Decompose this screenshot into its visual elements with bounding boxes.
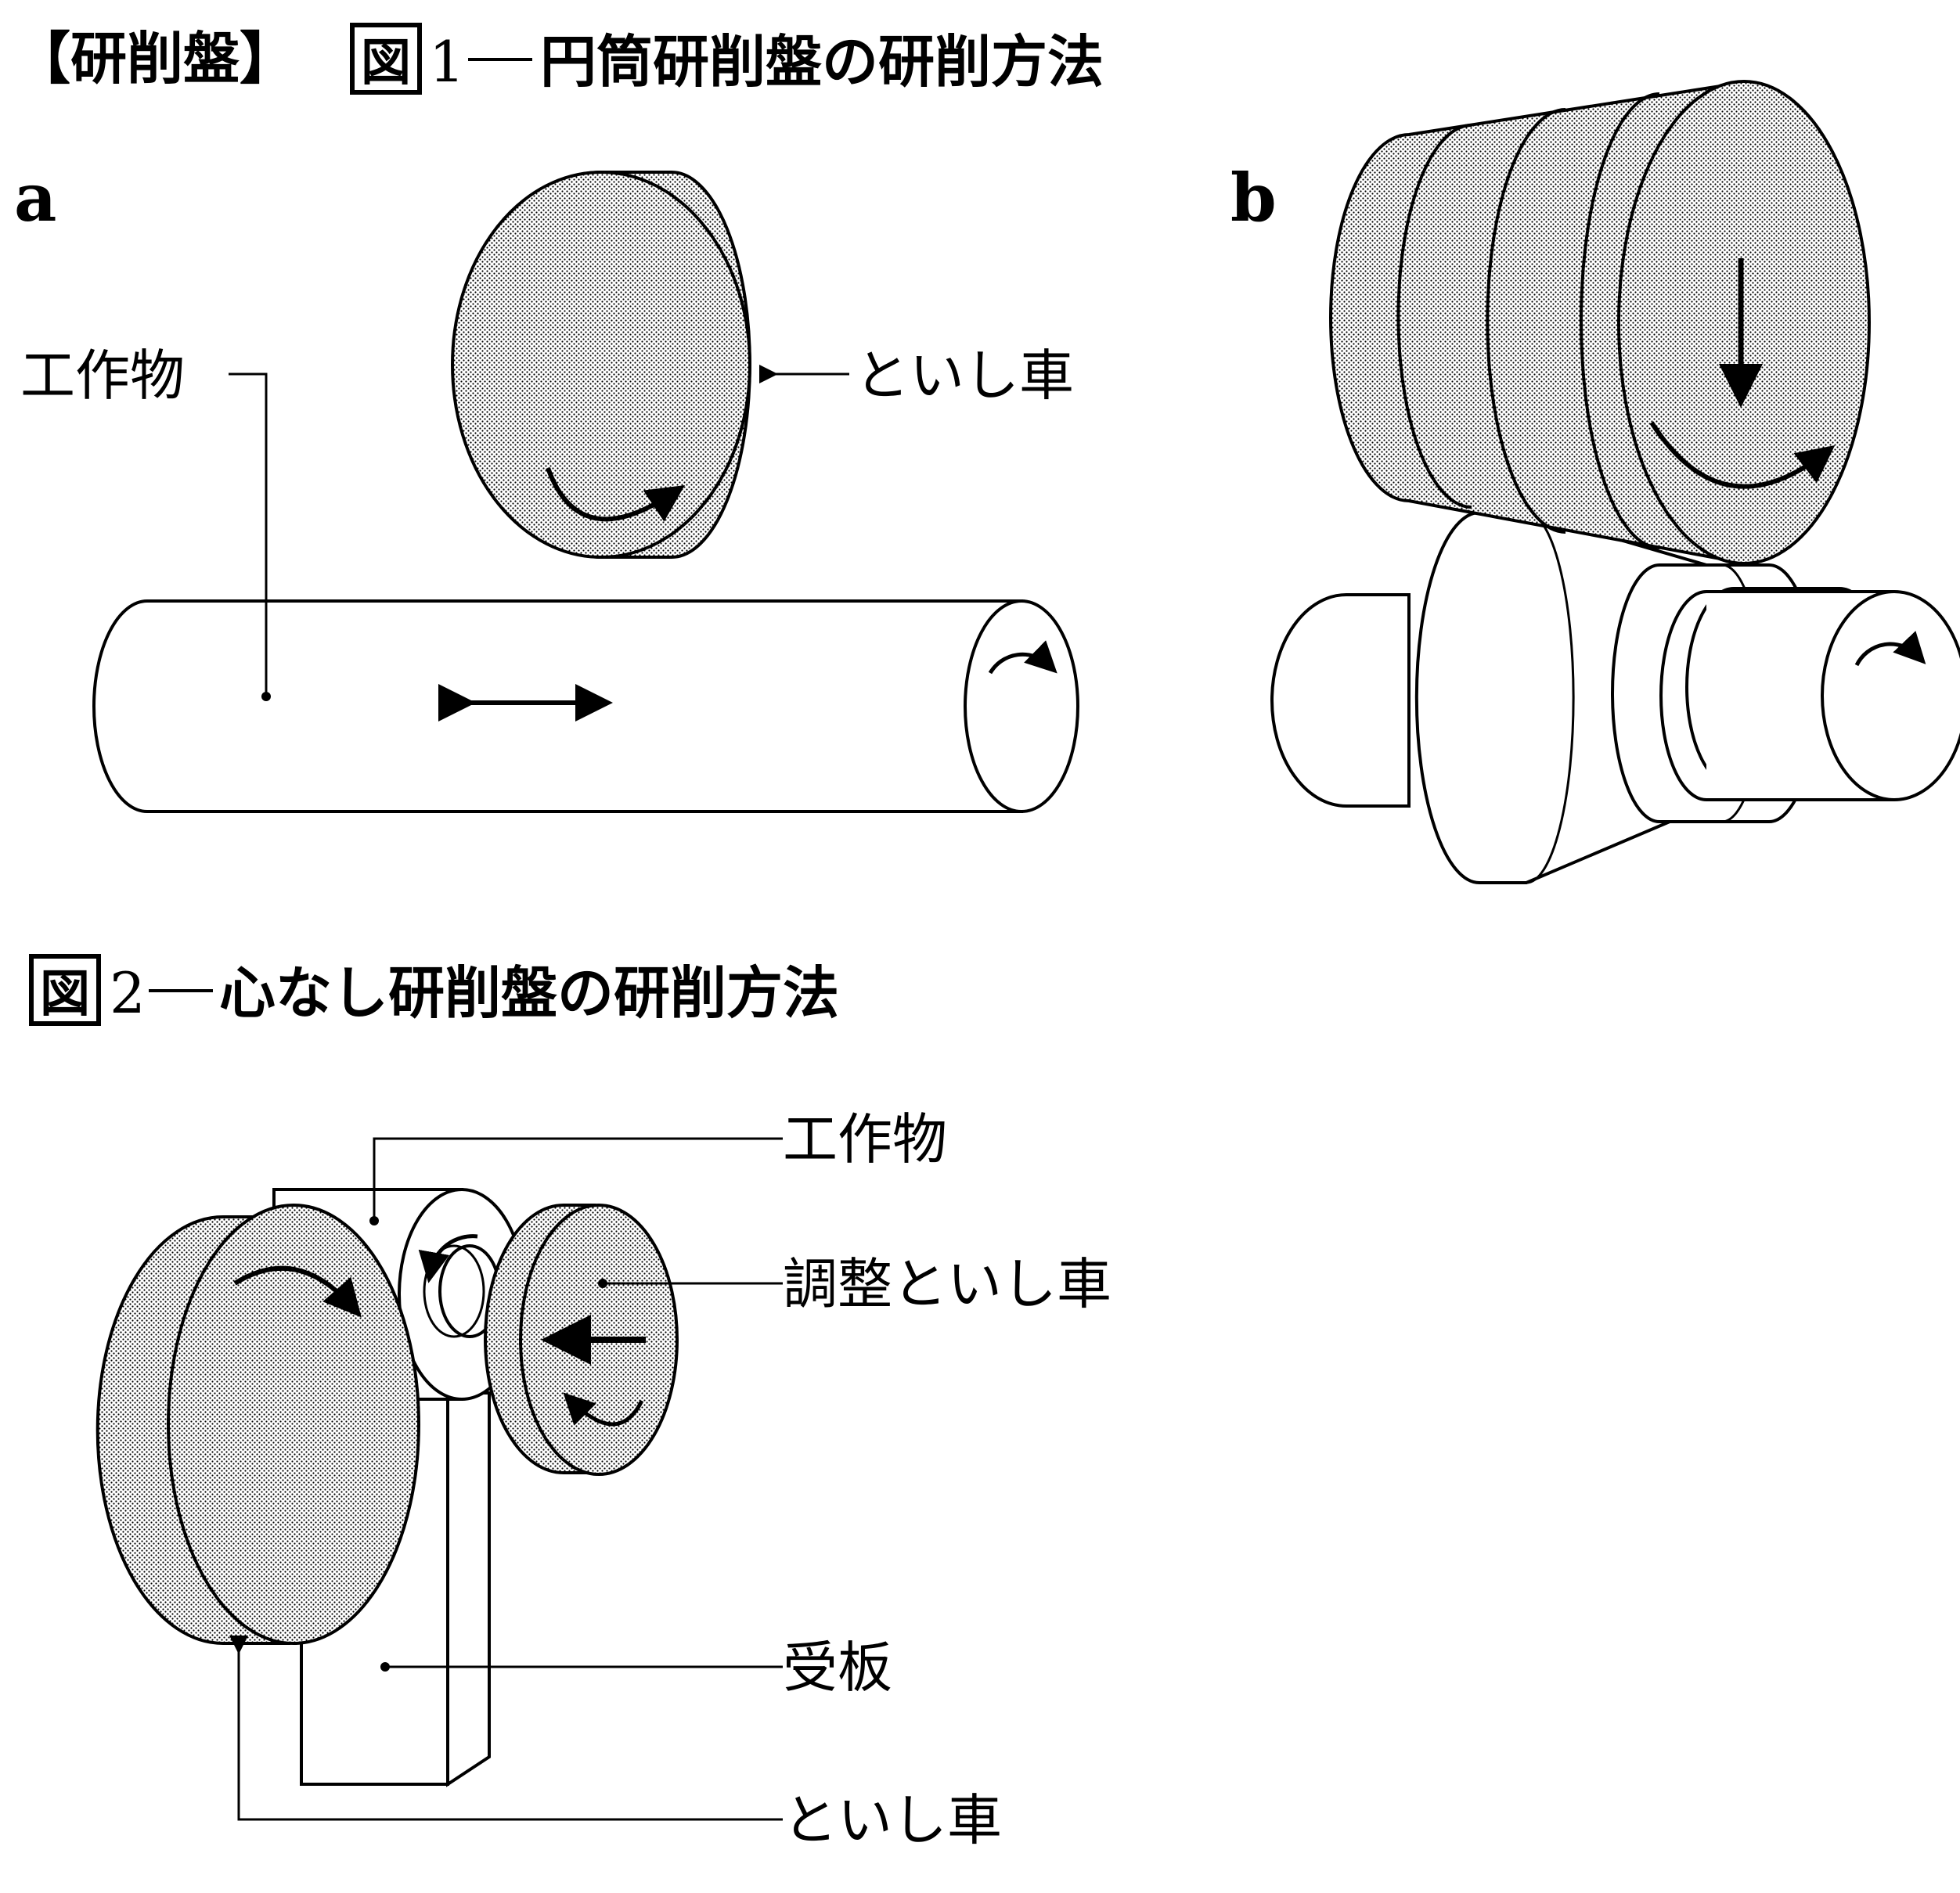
wheel-rotation-arrow-icon [546,466,685,522]
workpiece-leader-line [229,372,268,696]
figure2-label-box [29,954,101,1026]
figure2-grinding-wheel [95,1204,420,1645]
panel-b-wheel-face [1617,80,1871,565]
figure1-header: 【研削盤】 図 1 円筒研削盤の研削方法 [14,23,1104,95]
panel-b-wheel-rotation-arrow-icon [1649,421,1836,489]
f2-wheel-label: といし車 [783,1788,1002,1852]
figure1-label: 図 [361,34,411,92]
panel-a-label: a [14,159,56,236]
panel-b-grinding-wheel [1329,80,1871,566]
figure2-wheel-rotation-arrow-icon [233,1265,362,1318]
figure2-header: 図 2 心なし研削盤の研削方法 [29,954,839,1026]
panel-a-wheel-label: といし車 [855,344,1074,408]
f2-workpiece-label: 工作物 [783,1107,947,1171]
figure2-number: 2 [110,960,146,1026]
rotation-arrow-icon [988,640,1057,675]
panel-a-grinding-wheel [451,171,751,559]
figure1-number: 1 [429,29,465,95]
regulating-wheel [484,1204,679,1476]
figure1-title: 円筒研削盤の研削方法 [540,28,1104,95]
panel-b-stepped-workpiece [1270,511,1960,884]
figure2-diagram: 工作物 調整といし車 受板 といし車 [95,1107,1112,1852]
f2-wheel-leader-line [229,1636,783,1821]
panel-a-workpiece [92,599,1079,813]
f2-workpiece-leader-line [373,1137,783,1221]
panel-b: b [1230,80,1960,884]
workpiece-leader-dot [261,692,271,701]
panel-a: a 工作物 といし車 [14,159,1079,813]
figure2-title: 心なし研削盤の研削方法 [219,959,839,1026]
workpiece-rotation-arrow-icon [418,1234,478,1283]
regulating-wheel-label: 調整といし車 [783,1252,1112,1316]
panel-a-workpiece-label: 工作物 [20,344,185,408]
panel-b-workpiece-end [1821,590,1960,801]
panel-b-rotation-arrow-icon [1854,631,1926,667]
figure1-label-box [350,23,422,95]
figure2-label: 図 [40,965,90,1024]
work-rest-label: 受板 [783,1636,892,1700]
panel-a-workpiece-end [964,599,1079,813]
f2-workpiece-leader-dot [369,1216,379,1225]
figure1-category: 【研削盤】 [14,25,296,92]
regulating-rotation-arrow-icon [563,1392,644,1427]
panel-b-label: b [1230,159,1277,236]
regulating-wheel-leader-dot [598,1279,607,1288]
work-rest-leader-dot [380,1662,390,1672]
panel-a-wheel-face [451,171,751,559]
